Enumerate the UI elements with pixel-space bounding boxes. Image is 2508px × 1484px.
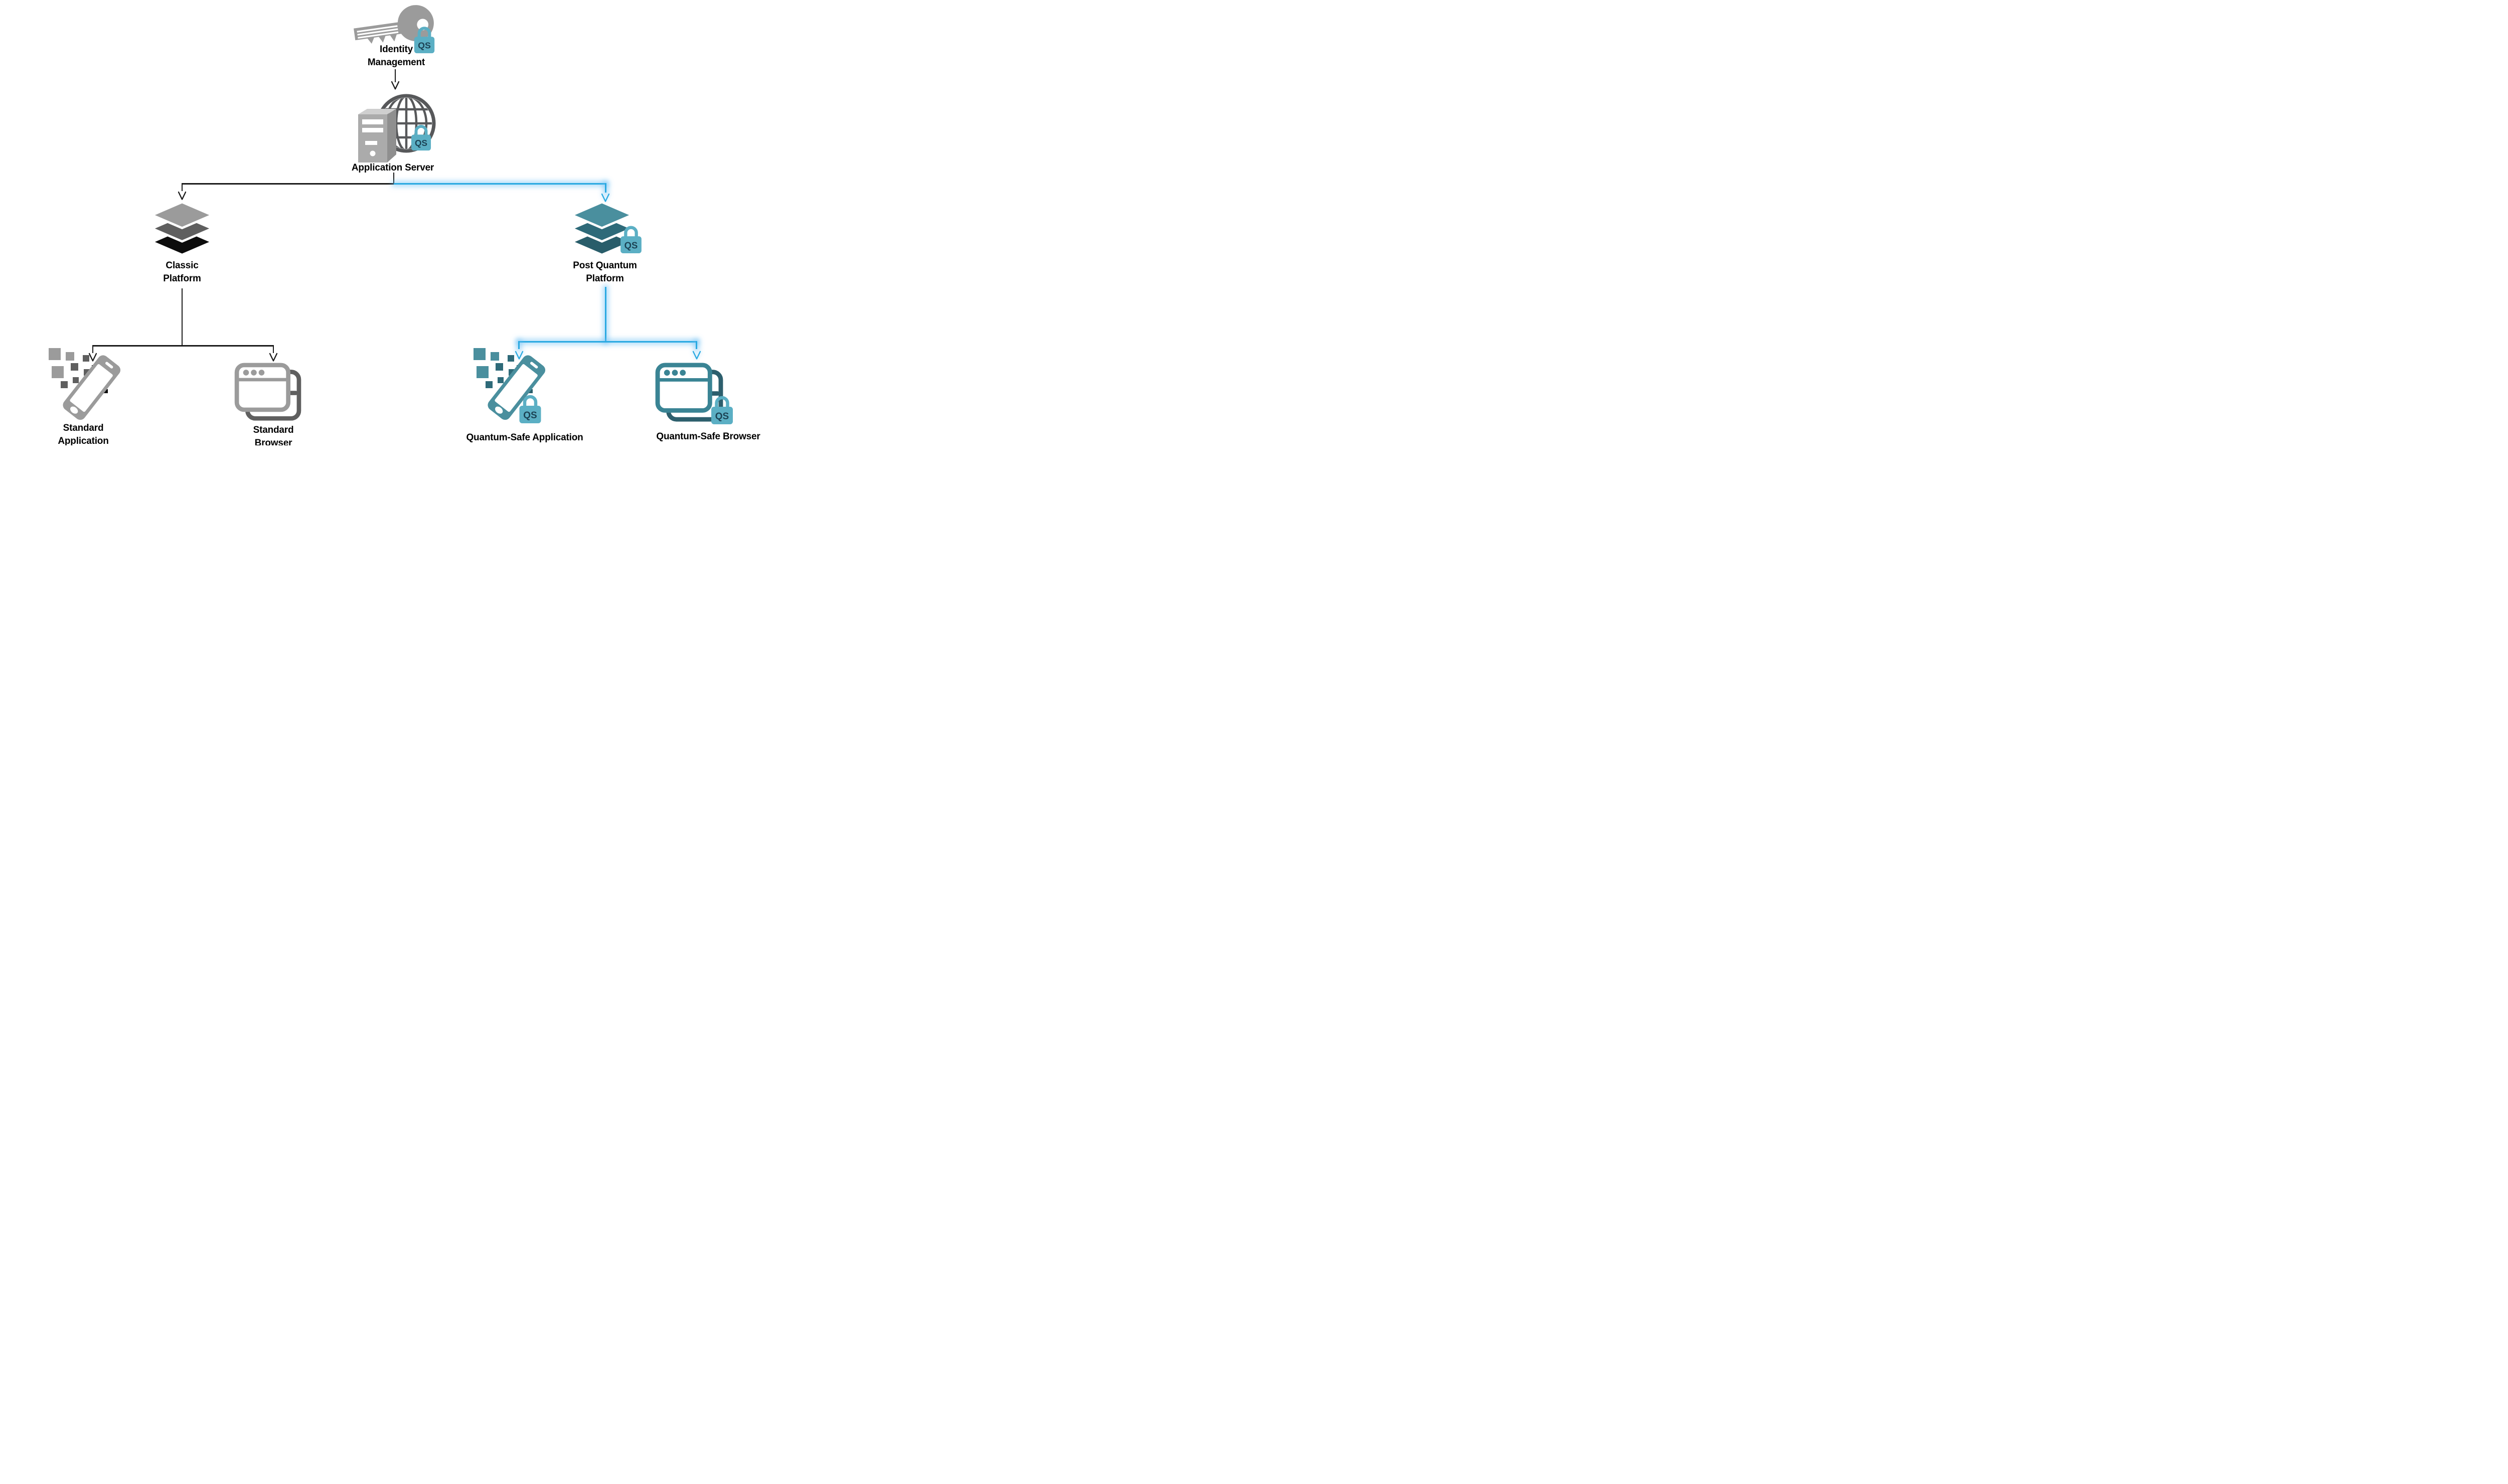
quantum-children-horizontal [518, 341, 697, 343]
connector-postquantum-to-children [605, 287, 606, 342]
classic-platform-icon [149, 201, 215, 256]
qs-badge-text: QS [715, 411, 729, 422]
qs-badge-text: QS [523, 410, 537, 421]
smartphone-icon [63, 355, 121, 420]
qs-badge-text: QS [624, 240, 638, 250]
arrowhead-to-classic-platform [178, 191, 187, 200]
branch-quantum-drop [605, 183, 606, 193]
identity-management-label: Identity Management [341, 43, 451, 69]
arrowhead-to-quantum-safe-browser [692, 351, 701, 360]
key-icon [354, 5, 434, 44]
post-quantum-platform-line1: Post Quantum [573, 260, 637, 271]
arrowhead-identity-to-server [391, 81, 400, 90]
qs-badge-text: QS [418, 41, 431, 51]
arrowhead-to-standard-browser [269, 353, 278, 362]
drop-standard-browser [273, 345, 274, 353]
identity-management-line1: Identity [380, 44, 413, 55]
branch-classic-drop [182, 183, 183, 191]
drop-quantum-safe-application [518, 341, 520, 349]
quantum-safe-browser-label: Quantum-Safe Browser [656, 431, 760, 442]
diagram-canvas: QS Identity Management [0, 0, 777, 445]
post-quantum-platform-icon [569, 201, 635, 256]
quantum-safe-browser-icon [655, 363, 723, 422]
branch-quantum-horizontal [394, 183, 606, 185]
post-quantum-platform-line2: Platform [586, 273, 624, 284]
arrowhead-to-standard-application [88, 353, 97, 362]
connector-server-stub [393, 173, 394, 184]
classic-platform-label: Classic Platform [127, 259, 237, 285]
classic-children-horizontal [92, 345, 274, 347]
arrowhead-to-postquantum-platform [601, 193, 610, 202]
quantum-safe-application-label: Quantum-Safe Application [466, 432, 583, 443]
classic-platform-line2: Platform [163, 273, 201, 284]
qs-lock-icon: QS [414, 27, 435, 54]
branch-classic-horizontal [182, 183, 394, 185]
qs-badge-text: QS [415, 138, 427, 148]
standard-browser-line1: Standard [253, 425, 294, 435]
qs-lock-icon: QS [711, 396, 733, 424]
standard-browser-icon [234, 363, 301, 421]
application-server-label: Application Server [351, 162, 434, 173]
arrowhead-to-quantum-safe-application [515, 351, 524, 360]
quantum-safe-application-icon [474, 348, 546, 420]
qs-lock-icon: QS [620, 226, 642, 254]
drop-standard-application [92, 345, 93, 353]
post-quantum-platform-label: Post Quantum Platform [550, 259, 660, 285]
standard-application-icon [49, 348, 121, 420]
server-tower-icon [358, 109, 396, 162]
standard-application-label: Standard Application [28, 422, 138, 445]
smartphone-icon [488, 355, 546, 420]
classic-platform-line1: Classic [166, 260, 199, 271]
standard-browser-label: Standard Browser [218, 424, 329, 445]
standard-application-line2: Application [58, 436, 109, 445]
drop-quantum-safe-browser [696, 341, 697, 349]
identity-management-line2: Management [367, 57, 425, 68]
standard-browser-line2: Browser [254, 438, 292, 445]
connector-classic-to-children [182, 288, 183, 346]
connector-identity-to-server [395, 69, 396, 82]
qs-lock-icon: QS [519, 395, 541, 423]
qs-lock-icon: QS [411, 125, 431, 151]
standard-application-line1: Standard [63, 423, 104, 433]
